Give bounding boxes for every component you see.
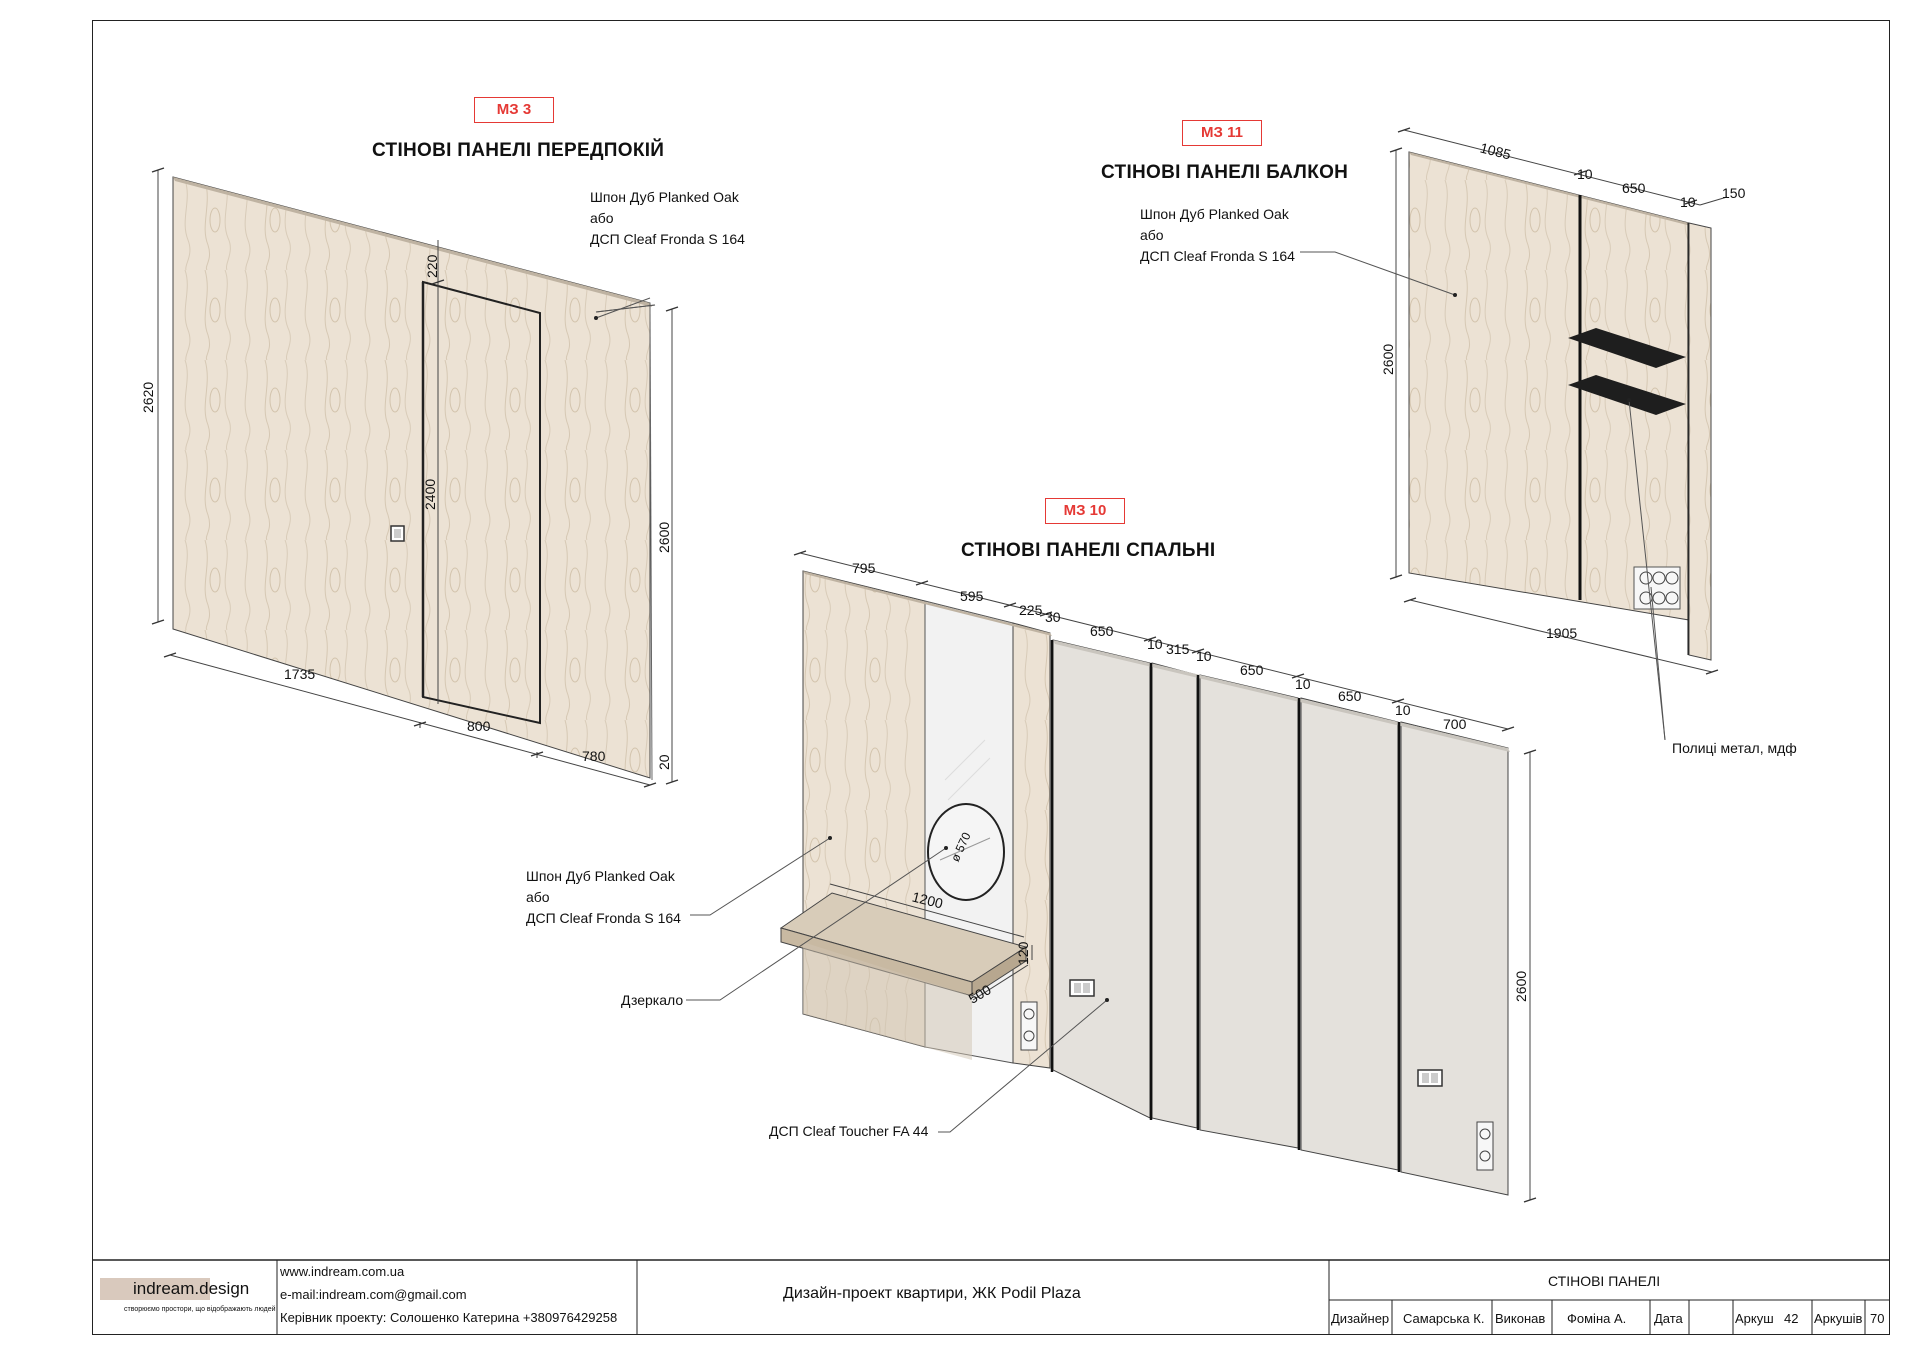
- company-logo: indream.design: [133, 1279, 250, 1298]
- entry-dim-width-right: 780: [582, 748, 606, 764]
- balcony-dim-width: 1905: [1546, 625, 1578, 641]
- bedroom-soft-panel-2: [1151, 662, 1198, 1129]
- company-email[interactable]: e-mail:indream.com@gmail.com: [280, 1287, 467, 1302]
- bedroom-mirror-note: Дзеркало: [621, 992, 684, 1008]
- bedroom-soft-panel-3: [1199, 674, 1299, 1149]
- bedroom-dim-30: 30: [1045, 609, 1061, 625]
- sheet-title: СТІНОВІ ПАНЕЛІ: [1548, 1273, 1661, 1289]
- bedroom-socket-vanity: [1020, 1001, 1038, 1051]
- bedroom-switch-left: [1069, 979, 1095, 997]
- sheets-total: 70: [1870, 1311, 1885, 1326]
- bedroom-view-tag: МЗ 10: [1045, 498, 1125, 524]
- entry-dim-door-top: 220: [424, 254, 440, 278]
- balcony-dim-height: 2600: [1380, 343, 1396, 375]
- logo-block: [100, 1278, 210, 1300]
- bedroom-dim-315: 315: [1166, 641, 1190, 657]
- drawing-sheet-frame: [92, 20, 1890, 1335]
- company-slogan: створюємо простори, що відображають люде…: [124, 1306, 276, 1313]
- bedroom-dim-10a: 10: [1147, 636, 1163, 652]
- bedroom-soft-panel-1: [1052, 639, 1151, 1119]
- bedroom-dim-595: 595: [960, 588, 984, 604]
- bedroom-soft-panel-4: [1300, 697, 1399, 1171]
- bedroom-dim-10d: 10: [1395, 702, 1411, 718]
- bedroom-dim-795: 795: [852, 560, 876, 576]
- balcony-wall-panel: [1408, 151, 1690, 621]
- entry-dim-height-left: 2620: [140, 381, 156, 413]
- bedroom-dim-225: 225: [1019, 602, 1043, 618]
- entry-view-tag: МЗ 3: [474, 97, 554, 123]
- bedroom-dim-10b: 10: [1196, 648, 1212, 664]
- sheets-label: Аркушів: [1814, 1311, 1863, 1326]
- bedroom-dim-650a: 650: [1090, 623, 1114, 639]
- bedroom-dim-650c: 650: [1338, 688, 1362, 704]
- balcony-shelf-note: Полиці метал, мдф: [1672, 740, 1797, 756]
- sheet-number: 42: [1784, 1311, 1799, 1326]
- balcony-shelf-top: [1568, 328, 1686, 368]
- project-name: Дизайн-проект квартири, ЖК Podil Plaza: [783, 1285, 1081, 1302]
- executor-label: Виконав: [1495, 1311, 1546, 1326]
- balcony-socket-block: [1633, 566, 1681, 610]
- entry-dim-door-height: 2400: [422, 478, 438, 510]
- entry-wall-panel: [172, 176, 651, 779]
- bedroom-dim-height: 2600: [1513, 970, 1529, 1002]
- bedroom-dim-10c: 10: [1295, 676, 1311, 692]
- entry-dim-base: 20: [656, 754, 672, 770]
- sheet-label: Аркуш: [1735, 1311, 1774, 1326]
- executor-name: Фоміна А.: [1567, 1311, 1627, 1326]
- balcony-dim-b: 10: [1577, 166, 1593, 182]
- bedroom-round-mirror: [927, 803, 1005, 901]
- entry-dim-width-left: 1735: [284, 666, 316, 682]
- bedroom-veneer-panel-right: [1012, 622, 1051, 1069]
- entry-panel-view: [151, 167, 679, 788]
- bedroom-switch-right: [1417, 1069, 1443, 1087]
- entry-dim-height-right: 2600: [656, 521, 672, 553]
- bedroom-socket-right: [1476, 1121, 1494, 1171]
- balcony-dim-c: 650: [1622, 180, 1646, 196]
- balcony-dim-e: 150: [1722, 185, 1746, 201]
- title-block-grid: [92, 1259, 1890, 1335]
- date-label: Дата: [1654, 1311, 1683, 1326]
- balcony-view-tag: МЗ 11: [1182, 120, 1262, 146]
- balcony-view-title: СТІНОВІ ПАНЕЛІ БАЛКОН: [1101, 162, 1349, 183]
- bedroom-panel-view: [686, 550, 1537, 1203]
- balcony-dim-d: 10: [1680, 194, 1696, 210]
- company-website[interactable]: www.indream.com.ua: [280, 1264, 405, 1279]
- bedroom-panel-note: ДСП Cleaf Toucher FA 44: [769, 1123, 929, 1139]
- bedroom-dim-650b: 650: [1240, 662, 1264, 678]
- designer-name: Самарська К.: [1403, 1311, 1485, 1326]
- entry-dim-width-door: 800: [467, 718, 491, 734]
- entry-view-title: СТІНОВІ ПАНЕЛІ ПЕРЕДПОКІЙ: [372, 140, 665, 161]
- designer-label: Дизайнер: [1331, 1311, 1390, 1326]
- project-manager: Керівник проекту: Солошенко Катерина +38…: [280, 1310, 618, 1325]
- balcony-shelf-bottom: [1568, 375, 1686, 415]
- bedroom-dim-shelf-thickness: 120: [1015, 941, 1031, 965]
- balcony-panel-view: [1300, 127, 1728, 741]
- bedroom-view-title: СТІНОВІ ПАНЕЛІ СПАЛЬНІ: [961, 540, 1216, 561]
- bedroom-dim-700: 700: [1443, 716, 1467, 732]
